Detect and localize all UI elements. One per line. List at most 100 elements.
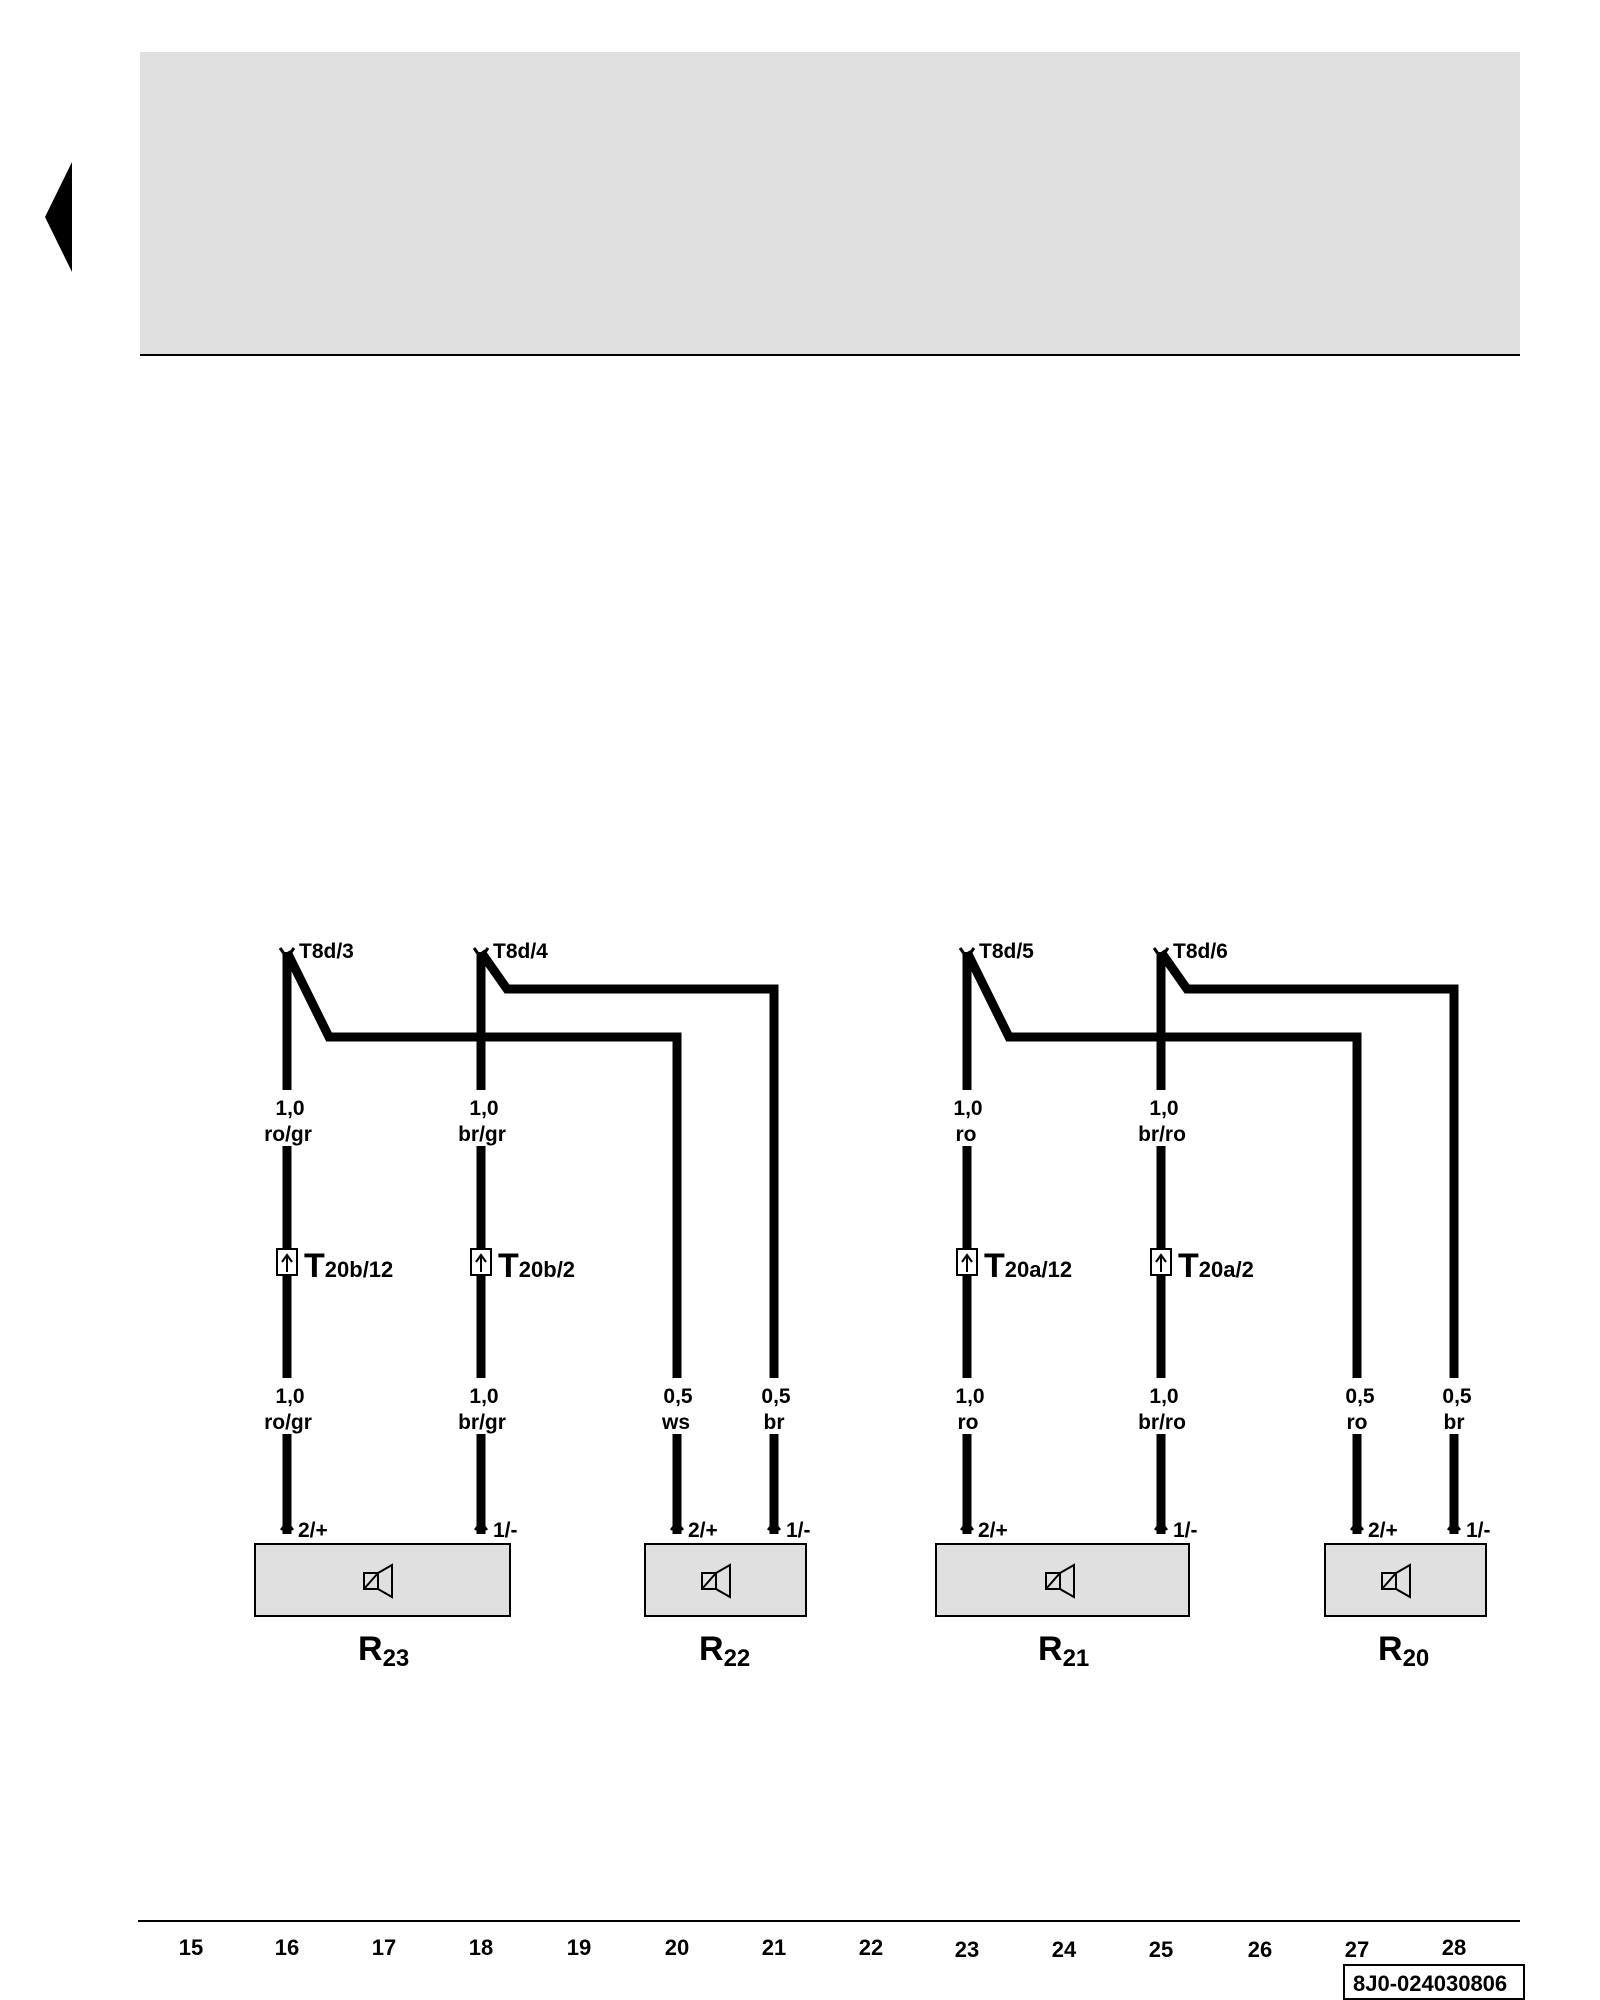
svg-text:T20a/12: T20a/12 (984, 1247, 1072, 1285)
track-number: 22 (859, 1935, 883, 1960)
wire-color-label: br/gr (458, 1411, 506, 1434)
connector-sub-label: 20a/12 (1005, 1257, 1072, 1282)
track-number: 16 (275, 1935, 299, 1960)
pin-label: 1/- (786, 1519, 811, 1542)
svg-text:R21: R21 (1038, 1630, 1089, 1672)
component-sub-label: 22 (724, 1645, 751, 1672)
connector-t20a12: T20a/12 (956, 1247, 1072, 1285)
svg-text:R23: R23 (358, 1630, 409, 1672)
upper-wire-labels: 1,0 ro/gr 1,0 br/gr 1,0 ro 1,0 br/ro (255, 1090, 1193, 1146)
connector-label-t8d4: T8d/4 (493, 940, 548, 963)
pin-markers (280, 1519, 1461, 1531)
wire-size-label: 0,5 (761, 1385, 791, 1408)
wire-size-label: 1,0 (275, 1097, 304, 1120)
pin-label: 2/+ (1368, 1519, 1398, 1542)
wire-t8d3-r22 (282, 950, 682, 1534)
current-track-numbers: 15 16 17 18 19 20 21 22 23 24 25 26 27 2… (179, 1935, 1466, 1962)
component-r21: R21 (935, 1543, 1190, 1672)
component-main-label: R (1378, 1630, 1403, 1668)
wire-t8d6-r20 (1157, 949, 1459, 1534)
wire-color-label: br/ro (1138, 1411, 1186, 1434)
wire-size-label: 0,5 (1345, 1385, 1375, 1408)
pin-label: 2/+ (298, 1519, 328, 1542)
wire-color-label: ws (661, 1411, 690, 1434)
lower-wire-labels: 1,0 ro/gr 1,0 br/gr 0,5 ws 0,5 br 1,0 ro… (255, 1378, 1482, 1434)
track-number: 27 (1345, 1937, 1369, 1962)
component-sub-label: 23 (383, 1645, 410, 1672)
connector-sub-label: 20a/2 (1199, 1257, 1254, 1282)
wire-size-label: 1,0 (1149, 1097, 1178, 1120)
track-number: 18 (469, 1935, 493, 1960)
wire-size-label: 0,5 (663, 1385, 693, 1408)
component-r23: R23 (254, 1543, 511, 1672)
track-number: 24 (1052, 1937, 1077, 1962)
connector-t20b2: T20b/2 (470, 1247, 575, 1285)
wire-color-label: ro (958, 1411, 979, 1434)
wire-color-label: br/ro (1138, 1123, 1186, 1146)
pin-label: 2/+ (688, 1519, 718, 1542)
connector-main-label: T (1178, 1247, 1199, 1285)
component-r22: R22 (644, 1543, 807, 1672)
pin-label: 1/- (1466, 1519, 1491, 1542)
svg-text:T20b/12: T20b/12 (304, 1247, 393, 1285)
pin-label: 1/- (1173, 1519, 1198, 1542)
component-main-label: R (358, 1630, 383, 1668)
track-number: 28 (1442, 1935, 1466, 1960)
component-main-label: R (1038, 1630, 1063, 1668)
wire-color-label: ro (1347, 1411, 1368, 1434)
connector-main-label: T (984, 1247, 1005, 1285)
wire-color-label: br (1444, 1411, 1465, 1434)
svg-text:R20: R20 (1378, 1630, 1429, 1672)
inline-connectors: T20b/12 T20b/2 T20a/12 T20a/2 (276, 1247, 1254, 1285)
track-number: 23 (955, 1937, 979, 1962)
document-code: 8J0-024030806 (1353, 1971, 1507, 1996)
top-connector-symbols (278, 947, 1170, 961)
track-number: 17 (372, 1935, 396, 1960)
speaker-icon (701, 1563, 731, 1599)
connector-main-label: T (304, 1247, 325, 1285)
track-number: 20 (665, 1935, 689, 1960)
connector-label-t8d5: T8d/5 (979, 940, 1034, 963)
speaker-icon (1045, 1563, 1075, 1599)
component-sub-label: 20 (1403, 1645, 1430, 1672)
connector-sub-label: 20b/2 (519, 1257, 575, 1282)
document-code-box (1343, 1964, 1525, 2000)
svg-text:T20b/2: T20b/2 (498, 1247, 575, 1285)
wire-size-label: 0,5 (1442, 1385, 1472, 1408)
wire-color-label: br (764, 1411, 785, 1434)
wire-t8d5-r20 (962, 950, 1362, 1534)
track-number: 26 (1248, 1937, 1272, 1962)
wire-size-label: 1,0 (275, 1385, 304, 1408)
track-number: 19 (567, 1935, 591, 1960)
triangle-left-icon[interactable] (45, 162, 72, 272)
wire-size-label: 1,0 (469, 1097, 498, 1120)
wire-size-label: 1,0 (469, 1385, 498, 1408)
connector-label-t8d3: T8d/3 (299, 940, 354, 963)
pin-label: 1/- (493, 1519, 518, 1542)
wire-color-label: ro (956, 1123, 977, 1146)
wire-size-label: 1,0 (1149, 1385, 1178, 1408)
track-number: 25 (1149, 1937, 1173, 1962)
connector-t20b12: T20b/12 (276, 1247, 393, 1285)
component-r20: R20 (1324, 1543, 1487, 1672)
connector-t20a2: T20a/2 (1150, 1247, 1254, 1285)
wire-size-label: 1,0 (953, 1097, 982, 1120)
wire-color-label: ro/gr (264, 1411, 312, 1434)
svg-text:T20a/2: T20a/2 (1178, 1247, 1254, 1285)
speaker-icon (1381, 1563, 1411, 1599)
component-sub-label: 21 (1063, 1645, 1090, 1672)
wire-size-label: 1,0 (955, 1385, 984, 1408)
wire-color-label: br/gr (458, 1123, 506, 1146)
wire-t8d4-r22 (477, 949, 779, 1534)
wire-color-label: ro/gr (264, 1123, 312, 1146)
connector-main-label: T (498, 1247, 519, 1285)
connector-label-t8d6: T8d/6 (1173, 940, 1228, 963)
pin-label: 2/+ (978, 1519, 1008, 1542)
svg-text:R22: R22 (699, 1630, 750, 1672)
track-number: 21 (762, 1935, 786, 1960)
component-main-label: R (699, 1630, 724, 1668)
speaker-icon (363, 1563, 393, 1599)
track-number: 15 (179, 1935, 203, 1960)
header-band (140, 52, 1520, 354)
